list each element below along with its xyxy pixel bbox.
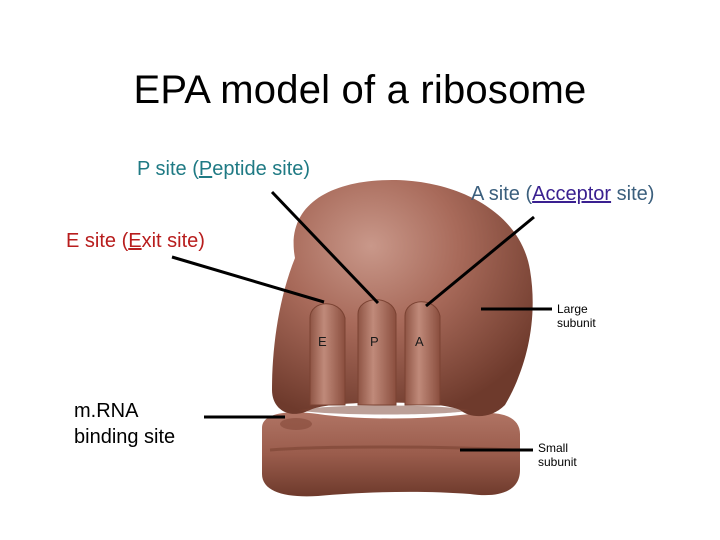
large-subunit-label: Large subunit [557,302,596,330]
e-site-letter: E [318,334,327,349]
e-site-label: E site (Exit site) [66,230,205,252]
mrna-binding-site-label: m.RNA binding site [74,400,176,448]
page-title: EPA model of a ribosome [133,68,587,112]
pointer-lines [171,190,552,452]
a-site-pointer [425,215,535,308]
a-site-label: A site (Acceptor site) [471,183,655,205]
p-site-letter: P [370,334,379,349]
p-site-label: P site (Peptide site) [137,158,311,180]
small-subunit-shape [262,412,520,497]
p-site-pointer [270,190,380,305]
e-site-pointer [171,255,325,304]
large-subunit-shape [272,180,533,417]
a-site-letter: A [415,334,424,349]
small-subunit-label: Small subunit [538,441,577,469]
